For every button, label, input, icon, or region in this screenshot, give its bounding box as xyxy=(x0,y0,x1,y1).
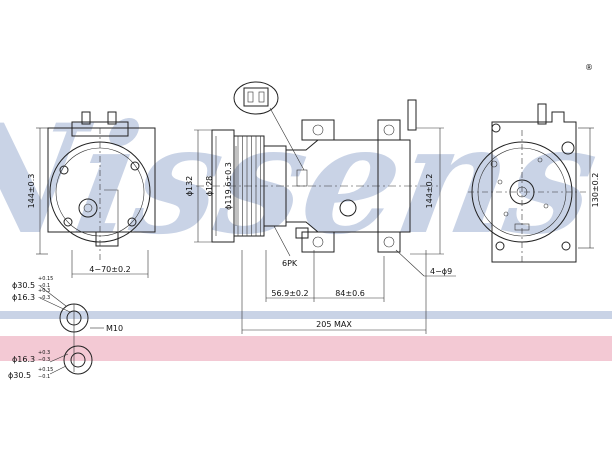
dim-holes: 4−ϕ9 xyxy=(430,267,452,276)
fit-thread: M10 xyxy=(106,324,123,333)
svg-text:+0.15: +0.15 xyxy=(38,367,53,373)
dim-height-mid: 144±0.2 xyxy=(425,174,434,209)
dim-d132: ϕ132 xyxy=(185,176,194,197)
svg-text:−0.3: −0.3 xyxy=(38,295,50,301)
pink-band xyxy=(0,336,612,361)
svg-text:−0.1: −0.1 xyxy=(38,283,50,289)
dim-len-205: 205 MAX xyxy=(316,320,352,329)
center-view: ϕ132 ϕ128 ϕ119.6±0.3 6PK 144±0.2 4−ϕ9 56… xyxy=(185,81,456,334)
registered-mark: ® xyxy=(585,63,593,72)
svg-text:−0.1: −0.1 xyxy=(38,374,50,380)
dim-left-height: 144±0.3 xyxy=(27,174,36,209)
blue-stripe xyxy=(0,311,612,319)
dim-d128: ϕ128 xyxy=(205,176,214,197)
svg-text:+0.3: +0.3 xyxy=(38,288,50,294)
right-view: 130±0.2 xyxy=(468,103,600,263)
fit-bot-outer: ϕ30.5 xyxy=(8,371,31,380)
dim-len-569: 56.9±0.2 xyxy=(271,289,308,298)
fit-top-inner: ϕ16.3 xyxy=(12,293,35,302)
left-view: 144±0.3 4−70±0.2 xyxy=(27,111,156,278)
fit-top-outer: ϕ30.5 xyxy=(12,281,35,290)
dim-d119: ϕ119.6±0.3 xyxy=(224,162,233,210)
fit-bot-inner: ϕ16.3 xyxy=(12,355,35,364)
svg-text:+0.3: +0.3 xyxy=(38,350,50,356)
svg-text:−0.3: −0.3 xyxy=(38,357,50,363)
dim-pulley: 6PK xyxy=(282,259,298,268)
fittings-detail: ϕ30.5 +0.15 −0.1 ϕ16.3 +0.3 −0.3 M10 ϕ16… xyxy=(8,276,123,380)
svg-text:+0.15: +0.15 xyxy=(38,276,53,282)
dim-right-height: 130±0.2 xyxy=(591,173,600,208)
dim-len-84: 84±0.6 xyxy=(335,289,365,298)
dim-left-width: 4−70±0.2 xyxy=(89,265,130,274)
